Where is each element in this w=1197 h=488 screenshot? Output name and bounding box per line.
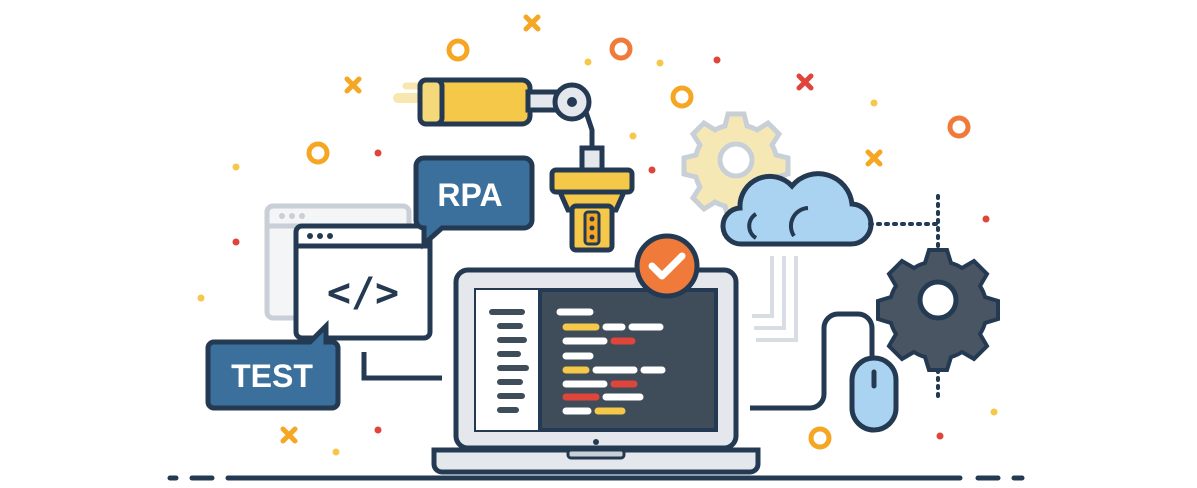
check-badge-icon [634,233,700,299]
decorative-confetti [197,14,998,456]
rpa-bubble: RPA [413,155,535,250]
code-tag-icon: </> [327,270,399,316]
window-connector [361,352,442,381]
cloud-icon [720,171,874,342]
mouse-icon [750,311,899,433]
browser-window-icon: </> [293,223,433,341]
robotic-arm-icon [393,77,635,253]
test-label: TEST [231,358,313,394]
settings-gear-icon [876,248,1000,372]
laptop-icon [431,267,761,475]
rpa-label: RPA [437,177,502,213]
test-bubble: TEST [205,319,341,411]
